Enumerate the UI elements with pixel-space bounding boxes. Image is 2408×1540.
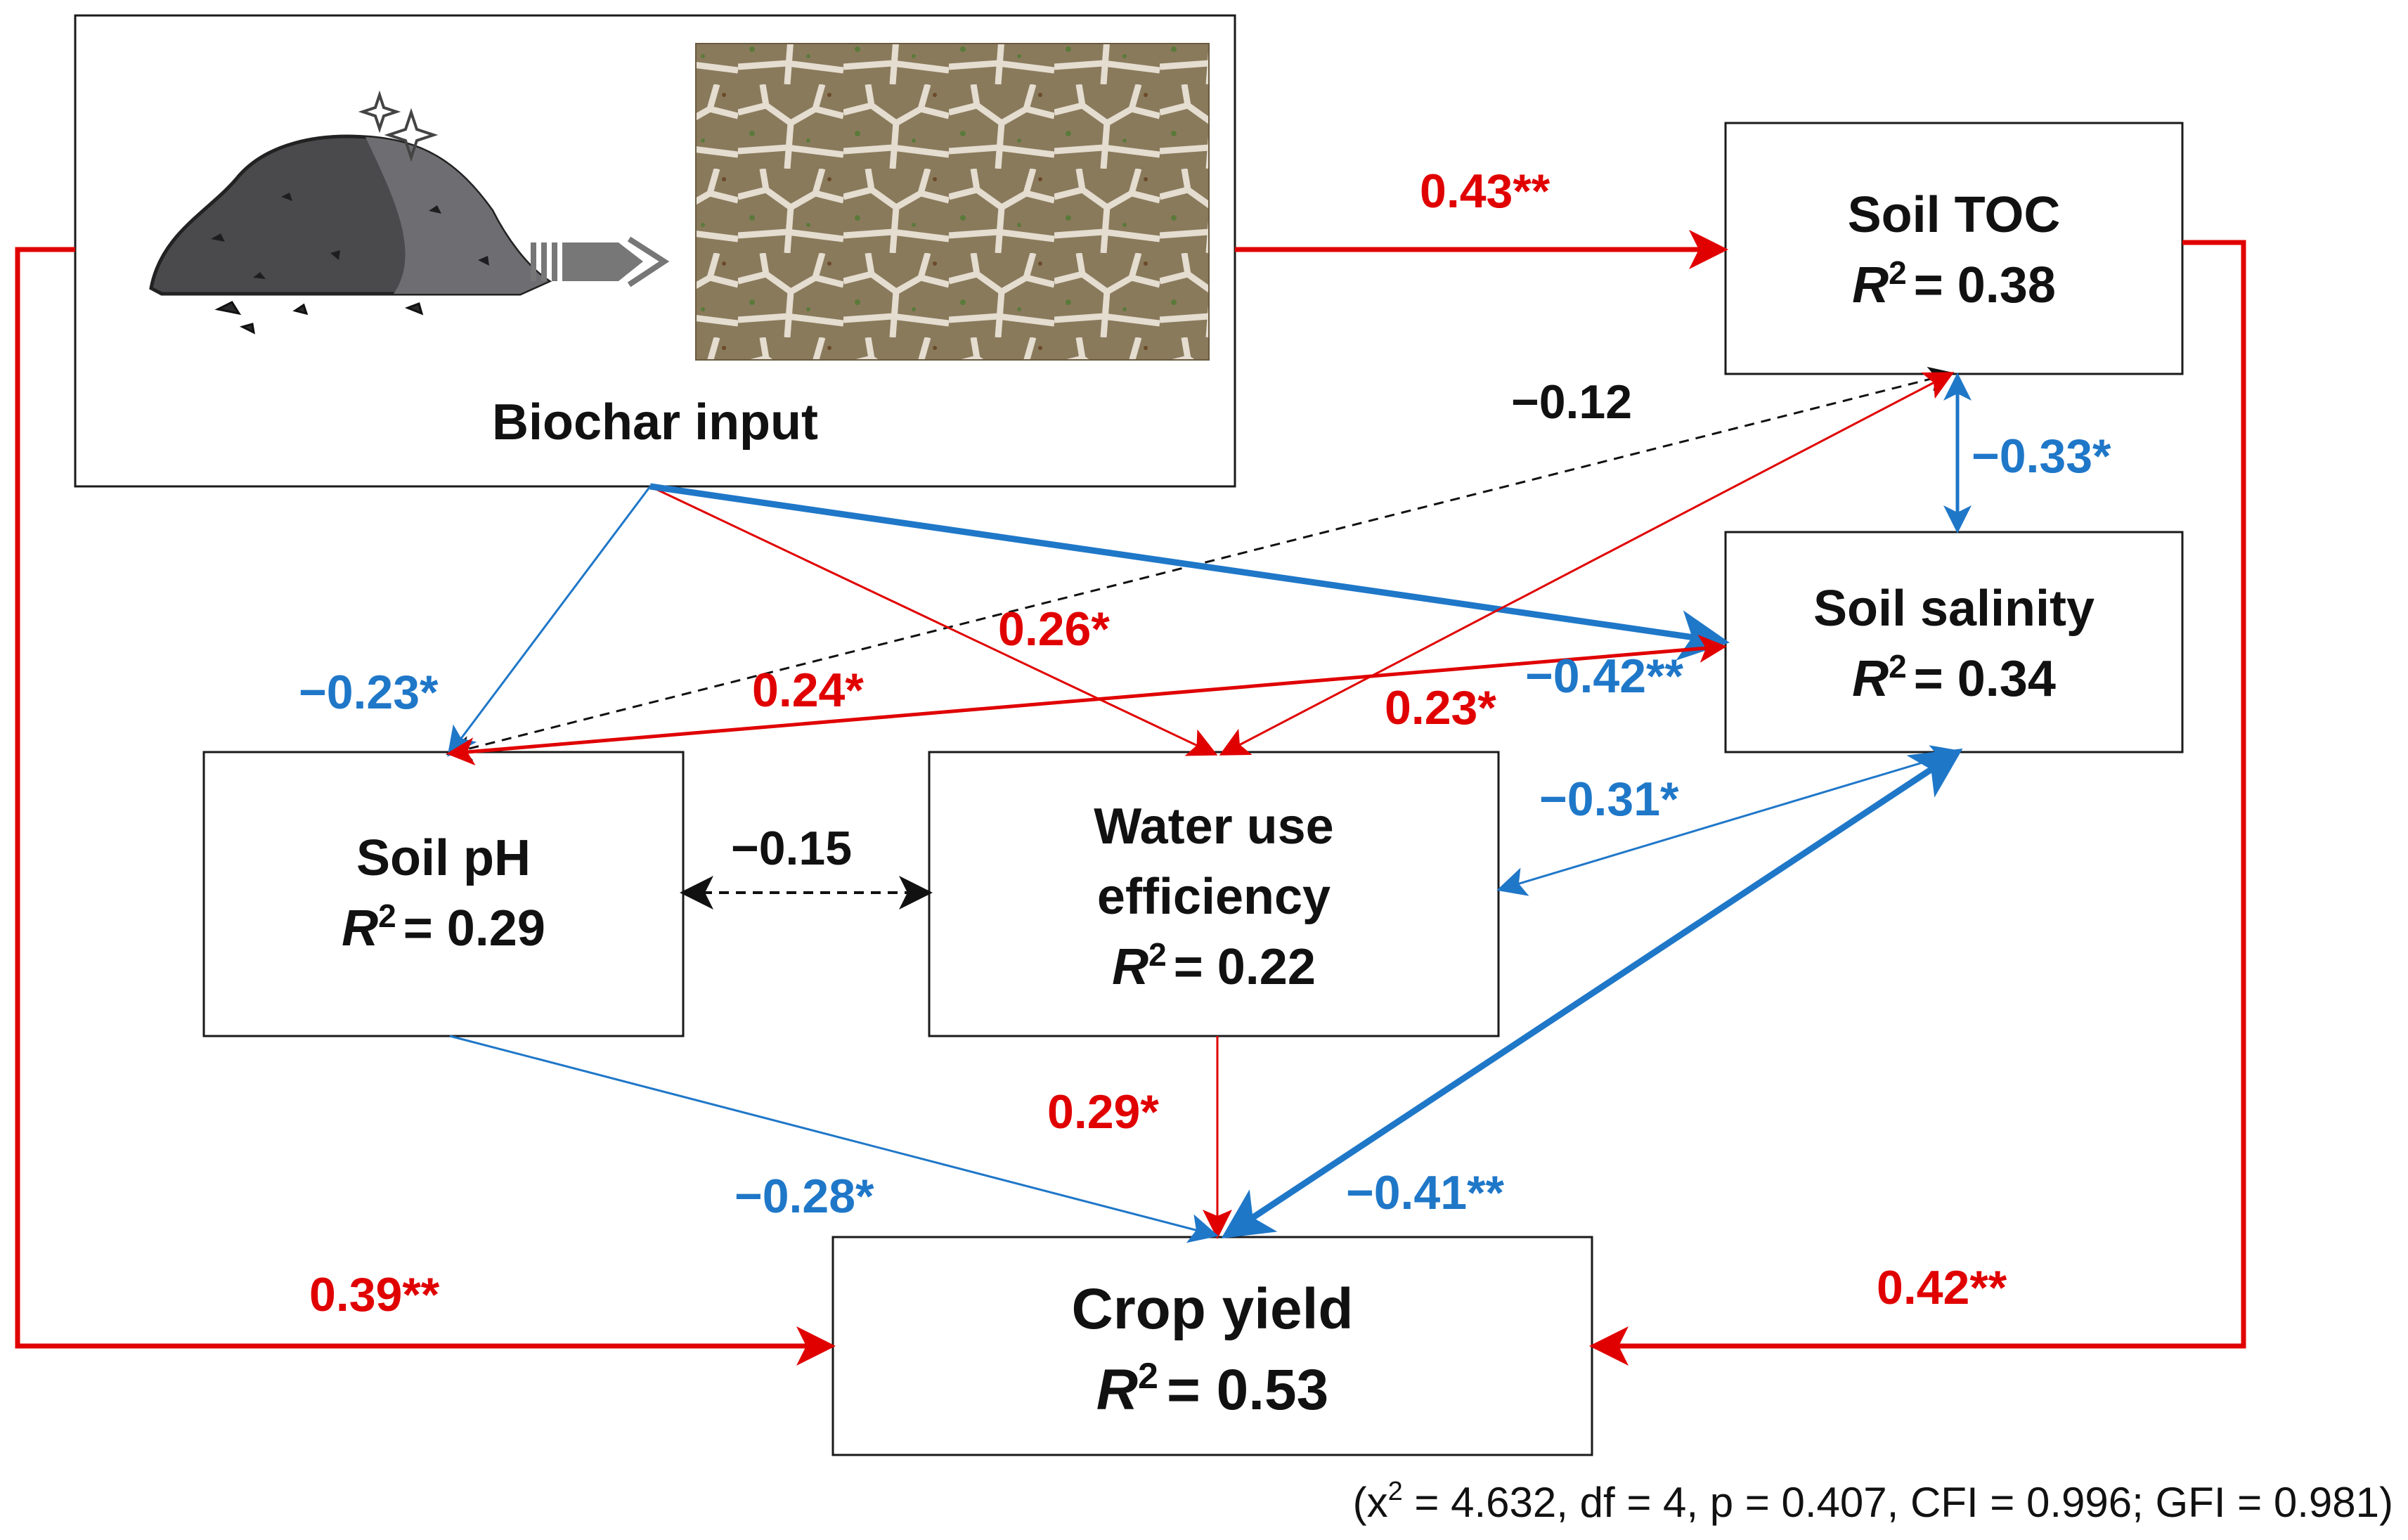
coef-biochar-ph: −0.23*: [299, 666, 439, 719]
arrow-biochar-salinity: [649, 483, 1730, 661]
r2-superscript: 2: [378, 898, 396, 934]
fit-chi-superscript: 2: [1388, 1477, 1403, 1506]
crop-yield-label: Crop yield: [1072, 1277, 1354, 1341]
wue-label-line2: efficiency: [1097, 869, 1331, 925]
arrow-toc-wue: [1219, 372, 1955, 756]
wue-r2: R2= 0.22: [1112, 936, 1316, 995]
soil-salinity-label: Soil salinity: [1813, 581, 2095, 637]
wue-label-line1: Water use: [1094, 798, 1333, 855]
r2-symbol: R: [342, 900, 378, 957]
r2-symbol: R: [1852, 257, 1889, 313]
biochar-input-label: Biochar input: [492, 394, 818, 451]
fit-rest: = 4.632, df = 4, p = 0.407, CFI = 0.996;…: [1403, 1479, 2393, 1526]
r2-symbol: R: [1852, 651, 1889, 707]
r2-value: = 0.29: [403, 900, 545, 957]
arrow-ph-yield: [449, 1035, 1219, 1243]
fit-open: (x: [1353, 1479, 1388, 1526]
soil-salinity-r2: R2= 0.34: [1852, 648, 2056, 707]
soil-ph-label: Soil pH: [356, 830, 531, 886]
arrow-toc-yield: [1589, 240, 2246, 1366]
r2-symbol: R: [1096, 1358, 1138, 1422]
coef-toc-salinity: −0.33*: [1972, 429, 2111, 483]
node-soil-salinity: Soil salinity R2= 0.34: [1724, 531, 2184, 753]
coef-biochar-yield: 0.39**: [309, 1268, 440, 1321]
coef-biochar-wue: 0.26*: [998, 602, 1110, 656]
r2-value: = 0.34: [1914, 651, 2056, 707]
r2-superscript: 2: [1889, 648, 1907, 685]
r2-value: = 0.22: [1174, 939, 1316, 995]
node-soil-toc: Soil TOC R2= 0.38: [1724, 122, 2184, 375]
arrow-biochar-ph: [447, 486, 652, 757]
coef-salinity-ph: 0.24*: [752, 664, 864, 717]
coef-toc-wue: 0.23*: [1385, 681, 1496, 735]
arrow-biochar-yield: [15, 247, 836, 1366]
cracked-saline-soil-photo: [695, 43, 1210, 361]
coef-toc-yield: 0.42**: [1877, 1261, 2007, 1314]
soil-ph-r2: R2= 0.29: [342, 898, 545, 957]
arrow-salinity-yield: [1221, 749, 1963, 1238]
node-soil-ph: Soil pH R2= 0.29: [202, 751, 685, 1037]
coef-biochar-toc: 0.43**: [1420, 164, 1551, 218]
coef-wue-yield: 0.29*: [1047, 1085, 1159, 1139]
coef-ph-wue: −0.15: [731, 822, 852, 875]
arrow-right-icon: [531, 236, 670, 287]
coef-ph-yield: −0.28*: [734, 1170, 874, 1223]
r2-superscript: 2: [1889, 254, 1907, 291]
sparkle-icon: [358, 90, 439, 162]
r2-superscript: 2: [1138, 1356, 1158, 1397]
coef-salinity-yield: −0.41**: [1346, 1166, 1505, 1219]
soil-toc-r2: R2= 0.38: [1852, 254, 2056, 313]
coef-salinity-wue: −0.31*: [1539, 772, 1679, 826]
node-biochar-input: Biochar input: [74, 14, 1236, 488]
crop-yield-r2: R2= 0.53: [1096, 1356, 1328, 1422]
node-crop-yield: Crop yield R2= 0.53: [831, 1236, 1593, 1456]
model-fit-statistics: (x2 = 4.632, df = 4, p = 0.407, CFI = 0.…: [1353, 1477, 2393, 1526]
coef-toc-ph: −0.12: [1511, 375, 1632, 429]
r2-value: = 0.53: [1167, 1358, 1328, 1422]
soil-toc-label: Soil TOC: [1848, 187, 2061, 243]
coef-biochar-salinity: −0.42**: [1525, 649, 1684, 703]
node-water-use-efficiency: Water use efficiency R2= 0.22: [928, 751, 1500, 1037]
r2-symbol: R: [1112, 939, 1148, 995]
biochar-pile-icon: [149, 134, 552, 335]
r2-superscript: 2: [1148, 936, 1167, 973]
r2-value: = 0.38: [1914, 257, 2056, 313]
